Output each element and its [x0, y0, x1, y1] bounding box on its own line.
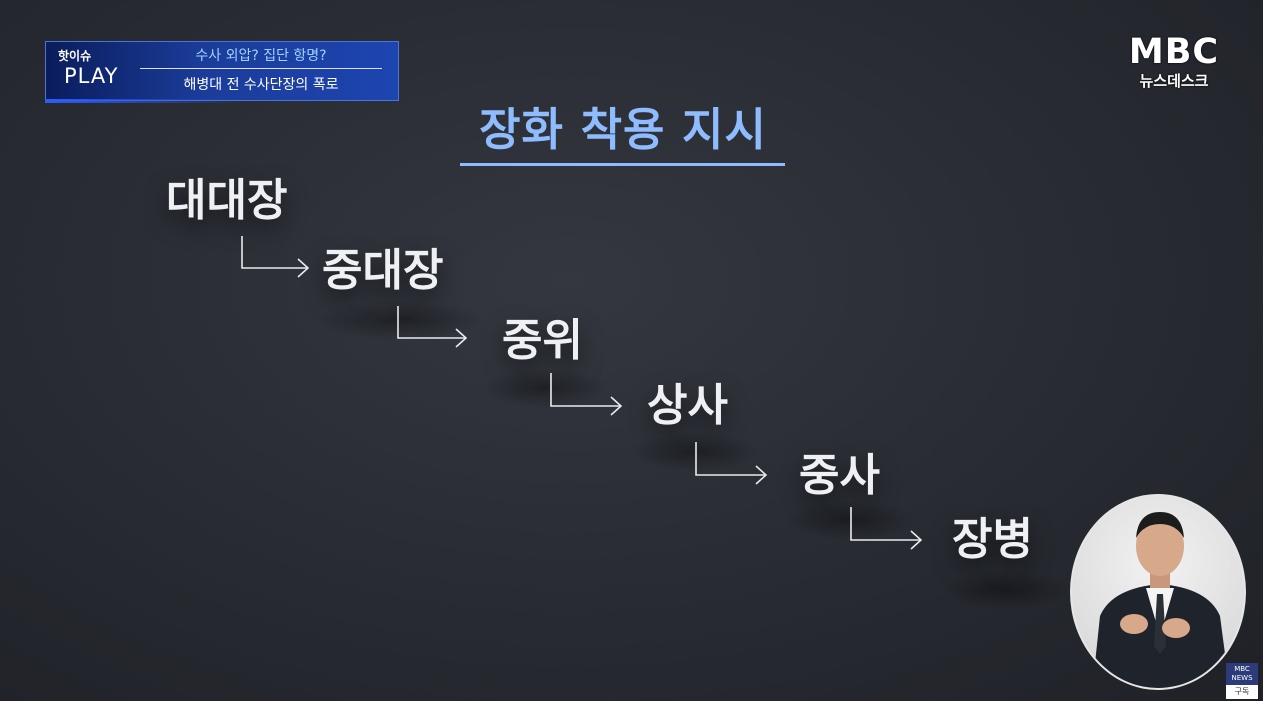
arrow-icon	[241, 236, 310, 278]
rank-master-sergeant: 상사	[647, 380, 728, 431]
mbc-news-badge-logo: MBC	[1234, 665, 1250, 673]
interpreter-figure-icon	[1092, 512, 1230, 688]
rank-company-commander: 중대장	[322, 245, 444, 296]
mbc-logo: MBC	[1128, 32, 1220, 72]
program-label-small: 핫이슈	[58, 49, 92, 63]
banner-accent-bar	[45, 99, 240, 103]
program-label-play: PLAY	[64, 64, 119, 88]
slide-title: 장화 착용 지시	[479, 103, 767, 156]
rank-shadow	[315, 300, 485, 340]
rank-shadow	[480, 368, 610, 408]
banner-divider	[140, 68, 382, 69]
banner-headline: 수사 외압? 집단 항명?	[195, 48, 327, 64]
mbc-news-badge-sub: NEWS	[1231, 674, 1253, 682]
rank-shadow	[785, 500, 915, 540]
rank-first-lieutenant: 중위	[502, 315, 583, 366]
arrow-icon	[550, 373, 623, 416]
rank-sergeant: 중사	[799, 450, 880, 501]
subscribe-button[interactable]: 구독	[1226, 685, 1258, 699]
mbc-news-badge: MBC NEWS	[1226, 663, 1258, 685]
arrow-icon	[850, 507, 923, 550]
arrow-icon	[695, 442, 768, 485]
rank-enlisted: 장병	[952, 514, 1033, 565]
banner-subheadline: 해병대 전 수사단장의 폭로	[183, 77, 339, 93]
rank-shadow	[940, 570, 1070, 610]
program-banner	[45, 41, 399, 101]
rank-shadow	[630, 432, 760, 472]
title-underline	[460, 163, 785, 166]
sign-language-interpreter	[1070, 494, 1246, 690]
arrow-icon	[397, 306, 468, 348]
rank-battalion-commander: 대대장	[166, 175, 288, 226]
newsdesk-logo: 뉴스데스크	[1139, 72, 1209, 90]
